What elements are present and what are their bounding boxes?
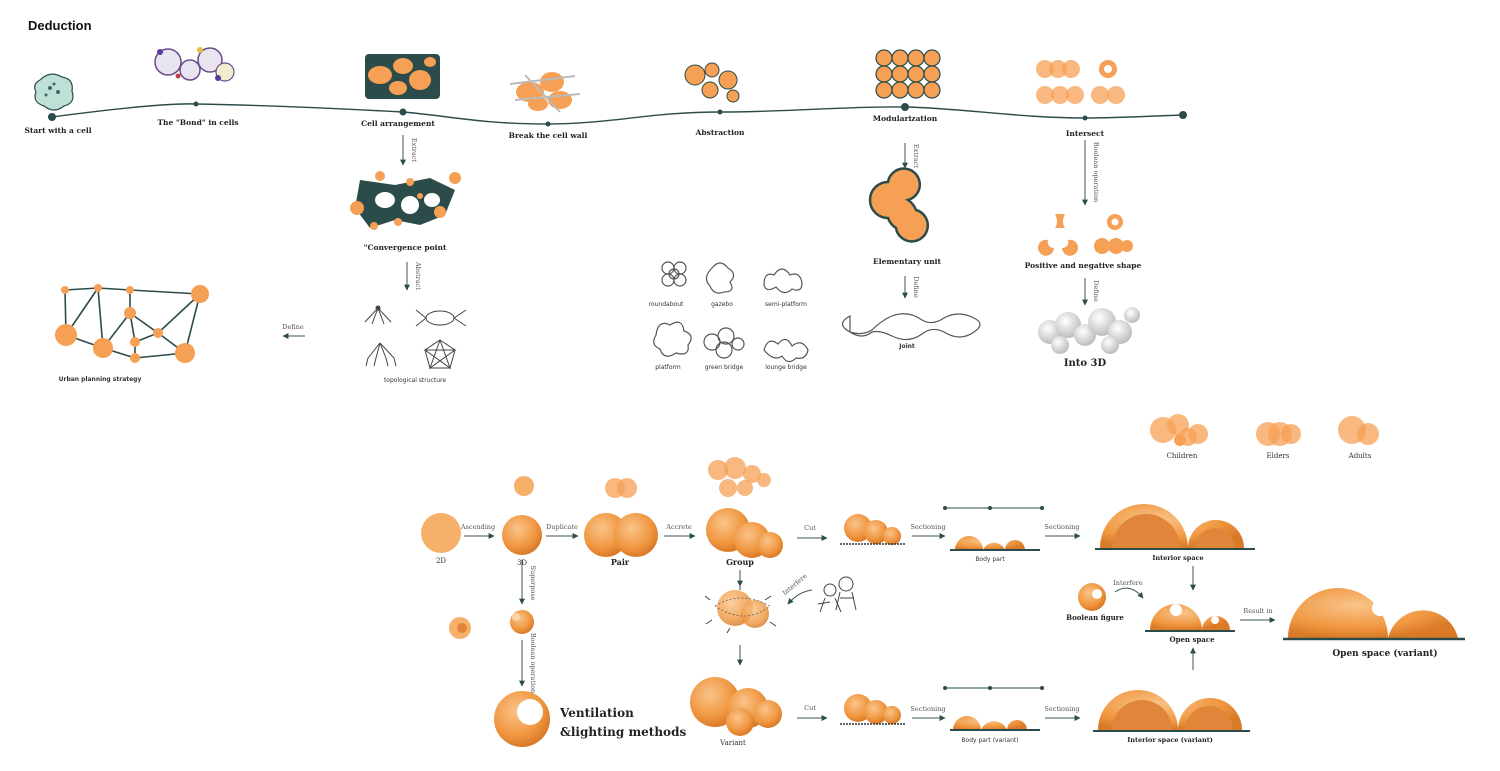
body-part-variant-label: Body part (variant) (961, 737, 1018, 744)
shape-3d (502, 515, 542, 555)
timeline: Start with a cell The "Bond" in cells Ce… (24, 101, 1187, 140)
sectioning-label: Sectioning (910, 523, 945, 531)
variant-label: Variant (719, 739, 746, 747)
intersect-illustration (1036, 60, 1125, 104)
boolean-figure-label: Boolean figure (1066, 613, 1124, 622)
urban-label: Urban planning strategy (59, 376, 142, 383)
sectioning-label: Sectioning (1044, 705, 1079, 713)
into3d-label: Into 3D (1064, 358, 1107, 369)
abstraction-type-label: gazebo (711, 301, 733, 308)
shape-2d (421, 513, 461, 553)
stage-label: Intersect (1066, 129, 1105, 138)
body-part-label: Body part (975, 556, 1005, 563)
user-label: Adults (1348, 452, 1372, 460)
stage-label: Modularization (873, 114, 938, 123)
bond-illustration (154, 47, 235, 82)
boolean-label: Boolean operation (1092, 142, 1100, 202)
extract-branch: Extract "Convergence point Abstract topo… (55, 135, 467, 384)
timeline-node (1179, 111, 1187, 119)
sectioning-label: Sectioning (1044, 523, 1079, 531)
user-label: Children (1167, 452, 1198, 460)
cut-label: Cut (804, 524, 816, 532)
ascending-label: Ascending (460, 523, 495, 531)
define-label: Define (282, 323, 304, 331)
superpose-label: Superpose (529, 565, 537, 600)
abstract-label: Abstract (414, 261, 422, 290)
break-wall-illustration (509, 72, 581, 113)
extract-label: Extract (912, 144, 920, 169)
group-label: Group (726, 557, 754, 567)
cell-arrangement-illustration (365, 54, 440, 99)
convergence-label: "Convergence point (364, 243, 447, 252)
timeline-node (545, 121, 551, 127)
timeline-node (193, 101, 199, 107)
extract-label: Extract (410, 138, 418, 163)
posneg-label: Positive and negative shape (1025, 261, 1142, 270)
elementary-label: Elementary unit (873, 257, 941, 266)
define-label: Define (912, 276, 920, 298)
page-title: Deduction (28, 18, 92, 33)
timeline-node (717, 109, 723, 115)
ventilation-label-1: Ventilation (559, 706, 634, 720)
abstraction-type-label: platform (655, 364, 681, 371)
abstraction-type-label: roundabout (649, 301, 684, 308)
user-label: Elders (1267, 452, 1290, 460)
topology-icons (364, 305, 467, 370)
user-groups (1150, 414, 1379, 446)
timeline-node (399, 108, 407, 116)
people-sketch (817, 576, 857, 613)
open-space-variant-label: Open space (variant) (1332, 648, 1437, 659)
joint-label: Joint (898, 343, 915, 350)
abstraction-type-label: semi-platform (765, 301, 807, 308)
into3d-render (1038, 307, 1140, 354)
interfere-label: Interfere (781, 572, 809, 597)
interior-space-variant-label: Interior space (variant) (1127, 736, 1213, 744)
stage-label: Abstraction (695, 128, 745, 137)
abstraction-type-label: green bridge (705, 364, 744, 371)
convergence-illustration (350, 171, 461, 230)
abstraction-type-label: lounge bridge (765, 364, 807, 371)
cut-label: Cut (804, 704, 816, 712)
sketch-group (704, 584, 777, 634)
stage-label: Start with a cell (24, 126, 91, 135)
stage-label: Break the cell wall (509, 131, 588, 140)
interfere-label: Interfere (1113, 579, 1143, 587)
define-label: Define (1092, 280, 1100, 302)
intersect-branch: Boolean operation Positive and negative … (1025, 140, 1142, 369)
interior-space-label: Interior space (1152, 554, 1203, 562)
label-2d: 2D (436, 557, 446, 565)
process-flow: 2D Ascending 3D Duplicate Pair Accrete G… (421, 457, 1465, 747)
boolean-operation-label: Boolean operation (529, 633, 537, 693)
stage-label: Cell arrangement (361, 119, 435, 128)
duplicate-label: Duplicate (546, 523, 578, 531)
timeline-node (48, 113, 56, 121)
cell-illustration (34, 73, 74, 111)
open-space-label: Open space (1169, 635, 1215, 644)
sectioning-label: Sectioning (910, 705, 945, 713)
ventilation-label-2: &lighting methods (560, 725, 686, 739)
timeline-node (901, 103, 909, 111)
urban-network (55, 284, 209, 363)
result-in-label: Result in (1243, 607, 1272, 615)
abstraction-illustration (684, 62, 740, 103)
accrete-label: Accrete (665, 523, 692, 531)
modularization-illustration (875, 49, 941, 99)
joint-chain (841, 313, 981, 341)
modular-branch: Extract Elementary unit Define Joint (841, 143, 981, 350)
topology-label: topological structure (384, 377, 446, 384)
timeline-node (1082, 115, 1088, 121)
pair-label: Pair (611, 557, 630, 567)
abstraction-types (653, 261, 809, 363)
stage-label: The "Bond" in cells (157, 118, 238, 127)
